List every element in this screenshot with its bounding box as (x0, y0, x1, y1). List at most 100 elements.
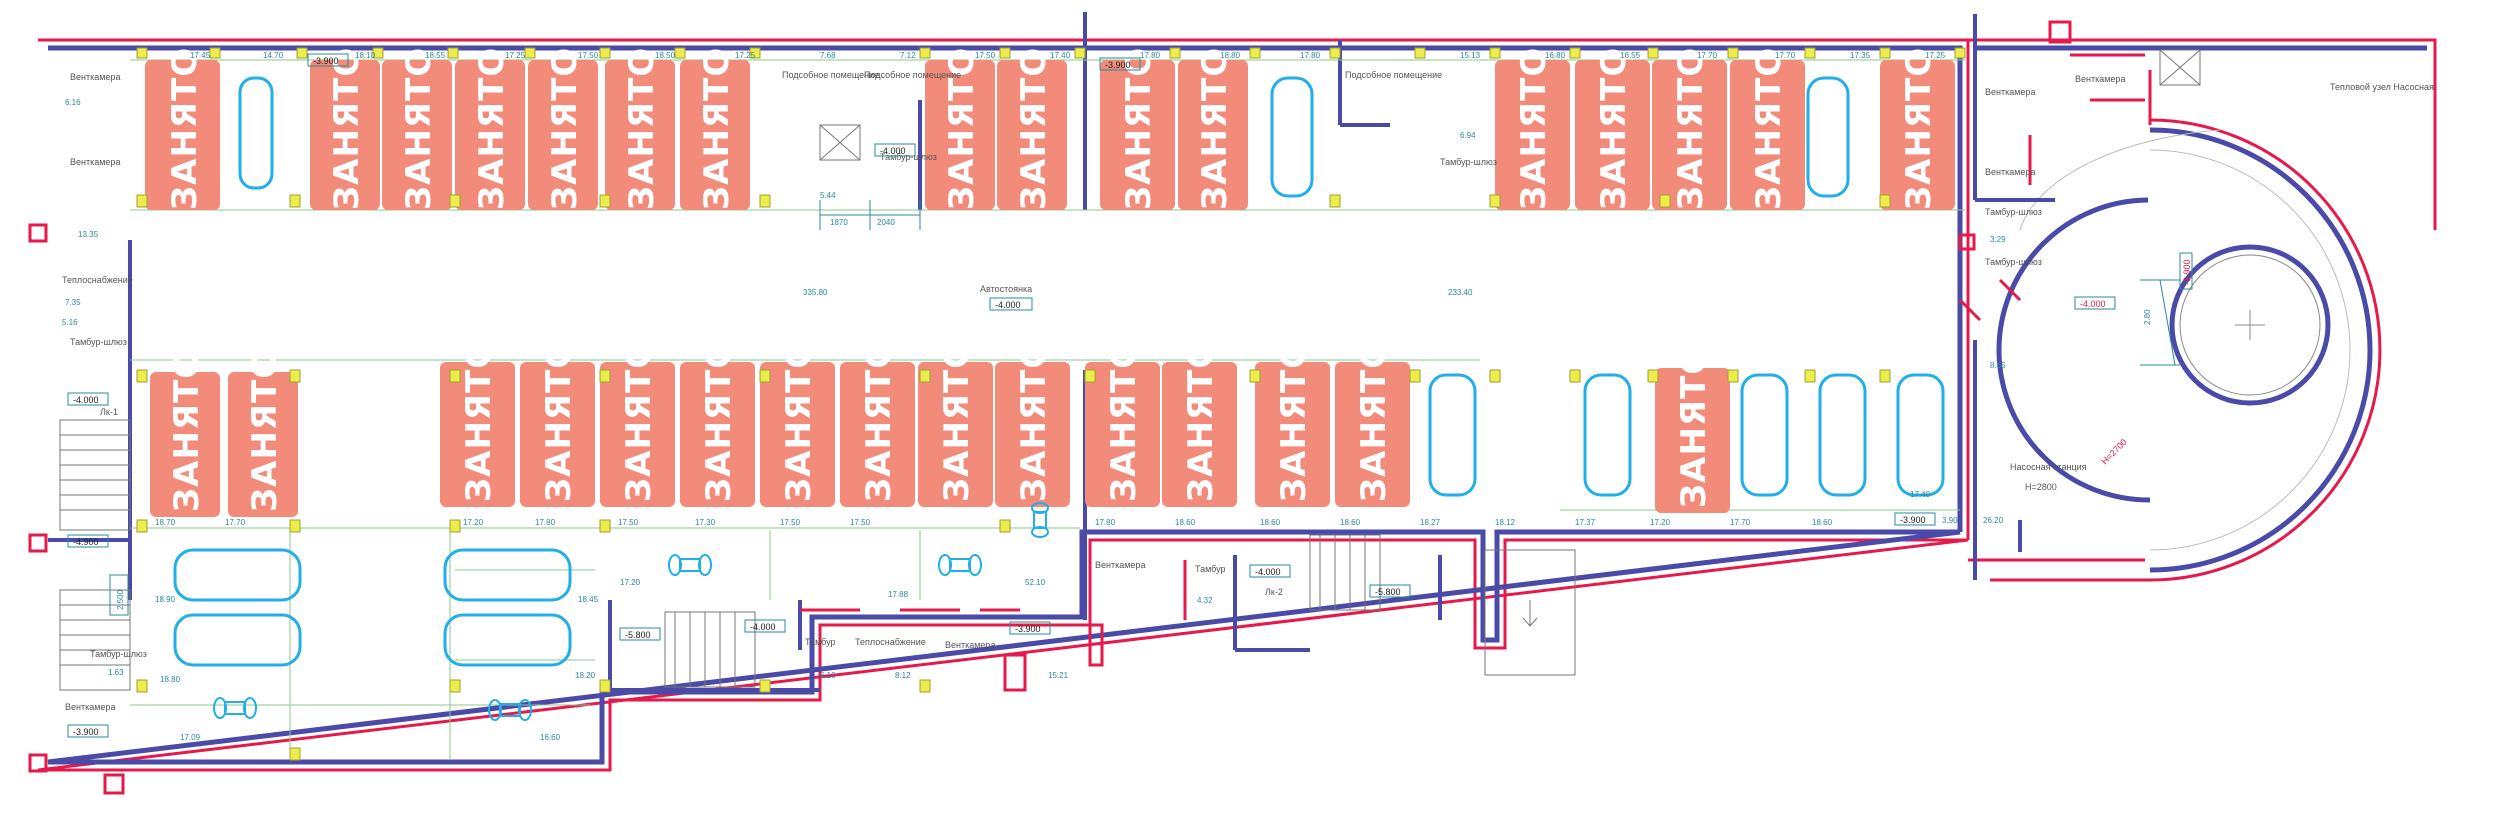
label-sub-room-2: Подсобное помещение (864, 70, 961, 80)
occupied-label: ЗАНЯТО (459, 339, 499, 502)
level-s4: -4.000 (1255, 567, 1281, 577)
occupied-label: ЗАНЯТО (1274, 339, 1314, 502)
occupied-bay (528, 60, 598, 210)
level-s1: -5.800 (625, 630, 651, 640)
dim: 17.80 (1095, 518, 1116, 527)
occupied-bay (840, 362, 915, 507)
dim: 16.80 (1545, 51, 1566, 60)
level-w3: -3.900 (73, 727, 99, 737)
dim: 17.88 (888, 590, 909, 599)
occupied-bay (382, 60, 452, 210)
occupied-label: ЗАНЯТО (399, 47, 439, 210)
dim: 4.32 (1197, 596, 1213, 605)
occupied-bay (925, 60, 995, 210)
occupied-bay (600, 362, 675, 507)
label-vent-sw: Венткамера (65, 702, 115, 712)
occupied-bay (680, 362, 755, 507)
label-pump-station: Насосная станция (2010, 462, 2087, 472)
dim: 5.44 (820, 191, 836, 200)
occupied-bay (1880, 60, 1955, 210)
dim: 7.35 (65, 298, 81, 307)
dimensions-bottom: 17.09 16.60 18.20 6.10 8.12 15.21 17.20 … (180, 578, 1069, 742)
dim: 18.10 (355, 51, 376, 60)
label-vent-e2: Венткамера (1985, 87, 2035, 97)
label-autostoyanka: Автостоянка (980, 284, 1032, 294)
occupied-bay (605, 60, 675, 210)
dimension-lines (109, 200, 2180, 616)
label-ramp-h: Н=2700 (2099, 437, 2129, 467)
label-tambur-w: Тамбур-шлюз (70, 337, 127, 347)
label-sub-room-1: Подсобное помещение (782, 70, 879, 80)
dim: 17.50 (975, 51, 996, 60)
dim: 17.40 (1050, 51, 1071, 60)
level-main: -4.000 (995, 300, 1021, 310)
occupied-bay (995, 362, 1070, 507)
level-s2: -4.000 (750, 622, 776, 632)
occupied-bay (1575, 60, 1650, 210)
occupied-bay (228, 372, 298, 517)
label-heat-node: Тепловой узел Насосная (2330, 82, 2434, 92)
occupied-bay (1335, 362, 1410, 507)
dim: 17.09 (180, 733, 201, 742)
level-w1: -4.000 (73, 395, 99, 405)
occupied-label: ЗАНЯТО (1181, 339, 1221, 502)
occupied-label: ЗАНЯТО (1104, 339, 1144, 502)
dim: 17.45 (190, 51, 211, 60)
dim: 3.90 (1942, 516, 1958, 525)
level-s5: -5.800 (1375, 587, 1401, 597)
free-car-horizontal (173, 548, 302, 602)
dim: 18.80 (160, 675, 181, 684)
dim: 7.68 (820, 51, 836, 60)
motorcycle-icon (668, 554, 712, 576)
free-car-vertical (1583, 373, 1632, 497)
dim: 18.90 (155, 595, 176, 604)
dim: 18.27 (1420, 518, 1441, 527)
dim: 17.20 (463, 518, 484, 527)
dim: 17.30 (695, 518, 716, 527)
label-vent-w: Венткамера (70, 157, 120, 167)
dimensions-mid: 18.70 17.70 17.20 17.80 17.50 17.30 17.5… (155, 490, 1931, 527)
occupied-bay (520, 362, 595, 507)
dim: 17.50 (850, 518, 871, 527)
label-dz1: Лк-1 (100, 407, 118, 417)
motorcycle-icon (488, 699, 532, 721)
occupied-bay (1085, 362, 1160, 507)
occupied-label: ЗАНЯТО (1354, 339, 1394, 502)
occupied-bay (1100, 60, 1175, 210)
label-vent-s2: Венткамера (1095, 560, 1145, 570)
label-tambur-e1: Тамбур-шлюз (1985, 207, 2042, 217)
dimensions-top: 17.45 14.70 18.10 18.55 17.25 17.50 18.5… (190, 51, 1946, 60)
dim: 335.80 (803, 288, 828, 297)
motorcycle-icon (938, 554, 982, 576)
dim: 17.50 (780, 518, 801, 527)
level-n2: -3.900 (1105, 60, 1131, 70)
dim: 14.70 (263, 51, 284, 60)
dim: 8.12 (895, 671, 911, 680)
label-heat-w: Теплоснабжение (62, 275, 133, 285)
dim: 18.80 (1220, 51, 1241, 60)
occupied-bay (918, 362, 993, 507)
top-row-occupied (145, 60, 1955, 210)
dim: 17.25 (505, 51, 526, 60)
free-car-vertical (1270, 76, 1314, 198)
dim: 6.16 (65, 98, 81, 107)
dim: 5.16 (62, 318, 78, 327)
label-tambur-mid: Тамбур-шлюз (880, 152, 937, 162)
occupied-bay (455, 60, 525, 210)
dim: 17.50 (578, 51, 599, 60)
label-pump-h: Н=2800 (2025, 482, 2057, 492)
occupied-bay (1495, 60, 1570, 210)
occupied-label: ЗАНЯТО (859, 339, 899, 502)
occupied-label: ЗАНЯТО (165, 47, 205, 210)
dim: 1.63 (108, 668, 124, 677)
dim: 17.35 (1850, 51, 1871, 60)
dim: 18.70 (155, 518, 176, 527)
occupied-bay (1655, 368, 1730, 513)
occupied-bay (1178, 60, 1248, 210)
dim: 16.55 (1620, 51, 1641, 60)
free-car-vertical (1740, 373, 1789, 497)
free-car-vertical (1818, 373, 1867, 497)
occupied-label: ЗАНЯТО (1514, 47, 1554, 210)
occupied-label: ЗАНЯТО (619, 339, 659, 502)
dim: 18.20 (575, 671, 596, 680)
